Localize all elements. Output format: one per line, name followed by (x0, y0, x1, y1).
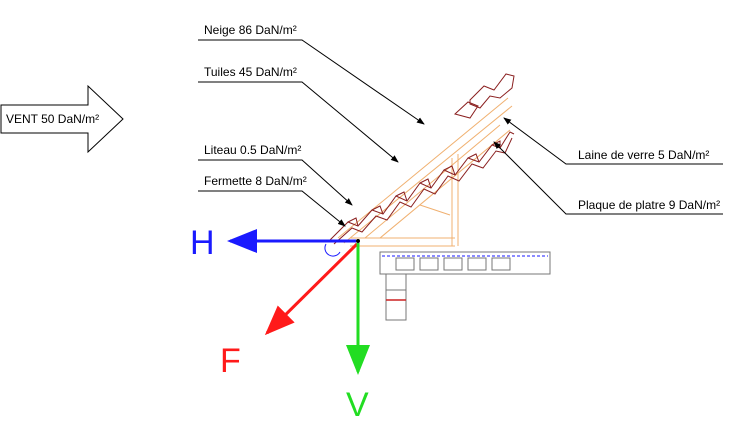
plasterboard-load-label: Plaque de platre 9 DaN/m² (578, 198, 720, 212)
snow-load-label: Neige 86 DaN/m² (204, 23, 297, 37)
vector-v: V (346, 243, 370, 424)
vector-v-label: V (346, 386, 369, 424)
ceiling-wall (379, 251, 551, 321)
roof-tiles (329, 73, 515, 245)
vector-f: F (220, 242, 359, 380)
tiles-load-label: Tuiles 45 DaN/m² (204, 65, 297, 79)
truss-load-label: Fermette 8 DaN/m² (204, 174, 307, 188)
wind-arrow: VENT 50 DaN/m² (0, 84, 124, 154)
vector-h: H (190, 224, 356, 262)
support-point (324, 239, 360, 257)
leader-lines (198, 39, 723, 227)
wind-label: VENT 50 DaN/m² (6, 112, 99, 126)
vector-f-label: F (220, 342, 241, 380)
glass-wool-load-label: Laine de verre 5 DaN/m² (578, 148, 709, 162)
vector-h-label: H (190, 224, 215, 262)
batten-load-label: Liteau 0.5 DaN/m² (204, 143, 301, 157)
roof-truss (337, 97, 513, 247)
